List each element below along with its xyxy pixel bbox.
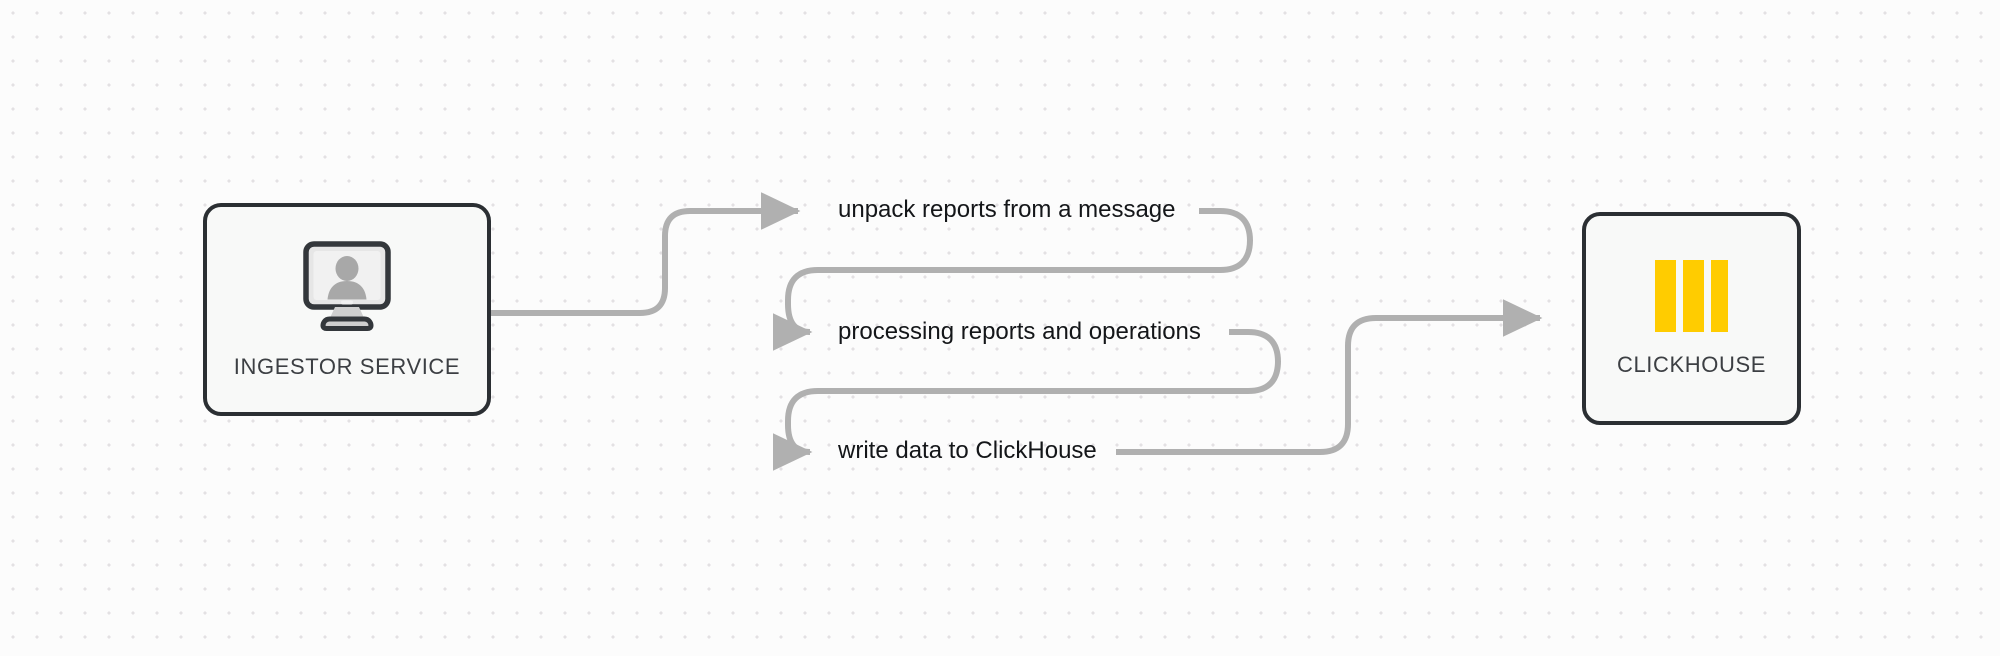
node-clickhouse-label: CLICKHOUSE (1616, 351, 1767, 377)
node-ingestor-service[interactable]: INGESTOR SERVICE (203, 203, 491, 416)
connector-processing-loop (772, 329, 1281, 471)
edge-label-write-data: write data to ClickHouse (838, 437, 1097, 464)
connector-write-to-clickhouse (1116, 299, 1543, 455)
edge-label-unpack-reports: unpack reports from a message (838, 196, 1176, 223)
clickhouse-bars-icon (1654, 259, 1728, 332)
monitor-user-icon (303, 240, 391, 331)
node-clickhouse[interactable]: CLICKHOUSE (1582, 212, 1801, 425)
connector-unpack-loop (772, 208, 1253, 351)
edge-label-processing-reports: processing reports and operations (838, 318, 1201, 345)
node-ingestor-label: INGESTOR SERVICE (233, 353, 461, 379)
connector-ingestor-to-unpack (491, 192, 801, 316)
